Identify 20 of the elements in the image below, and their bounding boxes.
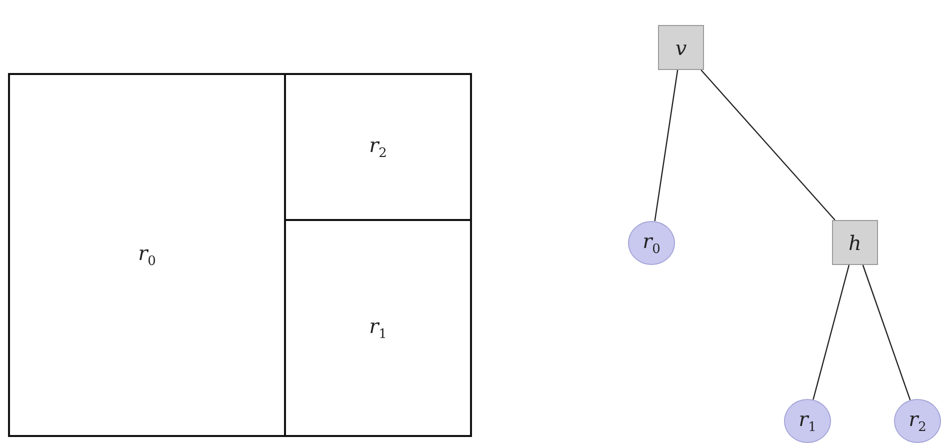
node-label: r$_{2}$ — [908, 407, 926, 435]
region — [284, 219, 472, 437]
tree-edge — [654, 70, 678, 222]
leaf-node-circle — [784, 399, 831, 443]
leaf-node-circle — [894, 399, 941, 443]
region — [284, 73, 472, 221]
region — [8, 73, 286, 437]
inner-node-box — [658, 25, 704, 70]
node-label: r$_{0}$ — [642, 229, 660, 257]
node-label: v — [675, 36, 687, 60]
node-label: r$_{1}$ — [369, 314, 387, 342]
node-label: r$_{0}$ — [138, 241, 156, 269]
node-label: r$_{1}$ — [798, 407, 816, 435]
node-label: r$_{2}$ — [369, 133, 387, 161]
inner-node-box — [832, 220, 878, 265]
tree-edge — [812, 264, 850, 400]
leaf-node-circle — [628, 221, 675, 265]
tree-edge — [700, 70, 836, 220]
tree-edge — [862, 264, 911, 400]
node-label: h — [848, 230, 862, 254]
